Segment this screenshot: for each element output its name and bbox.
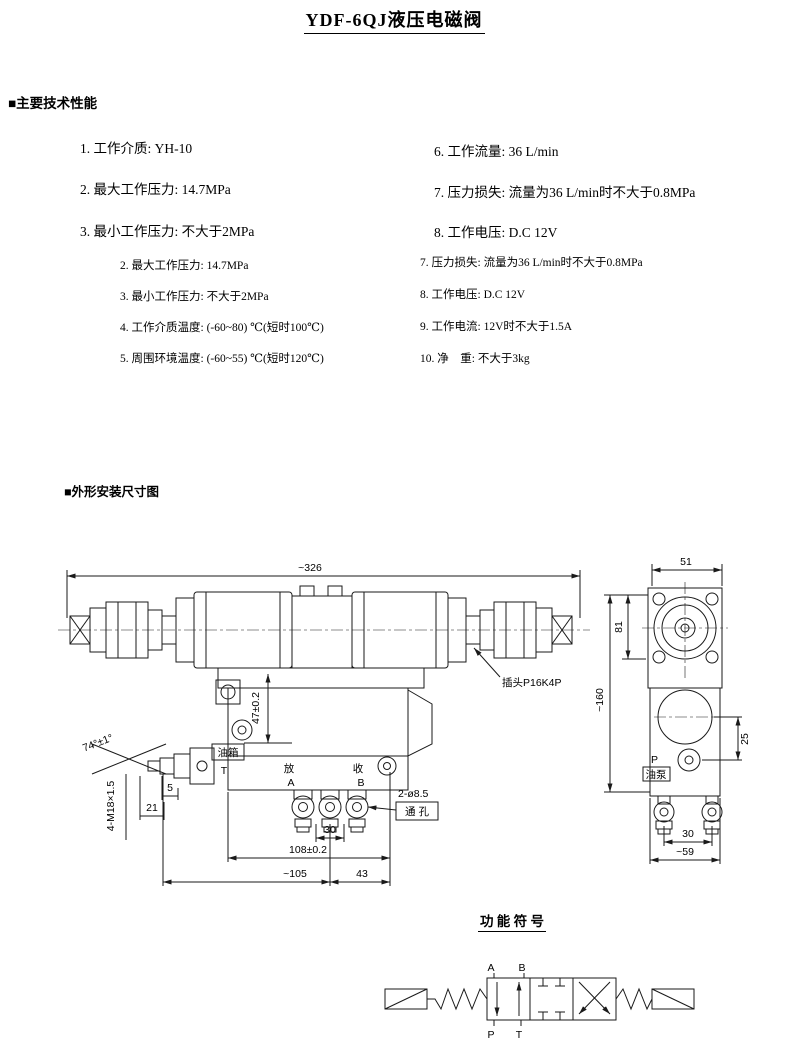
spec-item-s3: 3. 最小工作压力: 不大于2MPa — [120, 291, 269, 303]
side-view — [642, 582, 728, 835]
dim-108: 108±0.2 — [289, 844, 327, 856]
dim-81: 81 — [613, 621, 625, 633]
dim-43: 43 — [356, 868, 368, 880]
dimension-drawing: ~326 插头P16K4P 47±0.2 74°±1° 4-M18×1.5 5 … — [58, 556, 751, 1041]
left-spring — [427, 987, 488, 1011]
dim-30: 30 — [324, 824, 336, 836]
symbol-port-p: P — [487, 1029, 494, 1041]
spec-item-3: 3. 最小工作压力: 不大于2MPa — [80, 224, 255, 239]
spec-item-s9: 9. 工作电流: 12V时不大于1.5A — [420, 321, 573, 333]
section-heading-performance: ■主要技术性能 — [8, 96, 98, 111]
dim-51: 51 — [680, 556, 692, 568]
port-p-label: P — [651, 754, 658, 766]
dim-326: ~326 — [298, 562, 322, 574]
spec-item-s10: 10. 净 重: 不大于3kg — [420, 353, 530, 365]
front-view-dimensions — [66, 570, 581, 886]
dim-side-30: 30 — [682, 828, 694, 840]
port-a-label: A — [287, 777, 294, 789]
shou-label: 收 — [353, 762, 364, 775]
dim-25: 25 — [739, 733, 751, 745]
bottom-port-1 — [291, 789, 315, 833]
spec-item-6: 6. 工作流量: 36 L/min — [434, 144, 559, 159]
hole-dim: 2-ø8.5 — [398, 788, 429, 800]
plug-label: 插头P16K4P — [502, 676, 562, 689]
right-solenoid-symbol — [651, 988, 695, 1010]
function-symbol — [384, 973, 695, 1026]
dim-side-59: ~59 — [676, 846, 694, 858]
dim-21: 21 — [146, 802, 158, 814]
left-solenoid-symbol — [384, 988, 428, 1010]
hole-word: 通 孔 — [405, 805, 429, 818]
bottom-port-3 — [345, 789, 369, 833]
spec-item-s8: 8. 工作电压: D.C 12V — [420, 289, 526, 301]
spec-item-7: 7. 压力损失: 流量为36 L/min时不大于0.8MPa — [434, 185, 696, 200]
dim-160: ~160 — [594, 688, 606, 712]
spec-item-1: 1. 工作介质: YH-10 — [80, 141, 193, 156]
page-title-text: YDF-6QJ液压电磁阀 — [303, 10, 485, 34]
dim-5: 5 — [167, 782, 173, 794]
function-symbol-heading: 功 能 符 号 — [448, 910, 576, 932]
port-t-label: T — [221, 765, 228, 777]
side-view-labels: 51 81 ~160 25 P 油泵 30 ~59 — [594, 556, 751, 858]
front-view-labels: ~326 插头P16K4P 47±0.2 74°±1° 4-M18×1.5 5 … — [81, 562, 562, 880]
function-symbol-labels: A B P T — [487, 962, 525, 1041]
fang-label: 放 — [284, 762, 295, 775]
spec-item-s5: 5. 周围环境温度: (-60~55) ℃(短时120℃) — [120, 353, 324, 365]
section-heading-dimensions: ■外形安装尺寸图 — [64, 485, 160, 499]
symbol-port-t: T — [516, 1029, 523, 1041]
function-symbol-heading-text: 功 能 符 号 — [477, 914, 547, 932]
dim-105: ~105 — [283, 868, 307, 880]
dim-47: 47±0.2 — [250, 692, 262, 724]
front-view — [58, 585, 590, 833]
thread-label: 4-M18×1.5 — [105, 781, 117, 832]
page-title: YDF-6QJ液压电磁阀 — [0, 6, 788, 34]
spec-item-8: 8. 工作电压: D.C 12V — [434, 225, 558, 240]
side-view-dimensions — [604, 564, 742, 864]
right-spring — [615, 987, 653, 1011]
spec-item-s4: 4. 工作介质温度: (-60~80) ℃(短时100℃) — [120, 322, 324, 334]
port-b-label: B — [357, 777, 364, 789]
spec-item-2: 2. 最大工作压力: 14.7MPa — [80, 182, 231, 197]
spec-item-s7: 7. 压力损失: 流量为36 L/min时不大于0.8MPa — [420, 257, 643, 269]
tank-label: 油箱 — [218, 746, 239, 759]
symbol-port-b: B — [518, 962, 525, 974]
symbol-port-a: A — [487, 962, 494, 974]
pump-label: 油泵 — [646, 768, 667, 781]
spec-item-s2: 2. 最大工作压力: 14.7MPa — [120, 260, 249, 272]
